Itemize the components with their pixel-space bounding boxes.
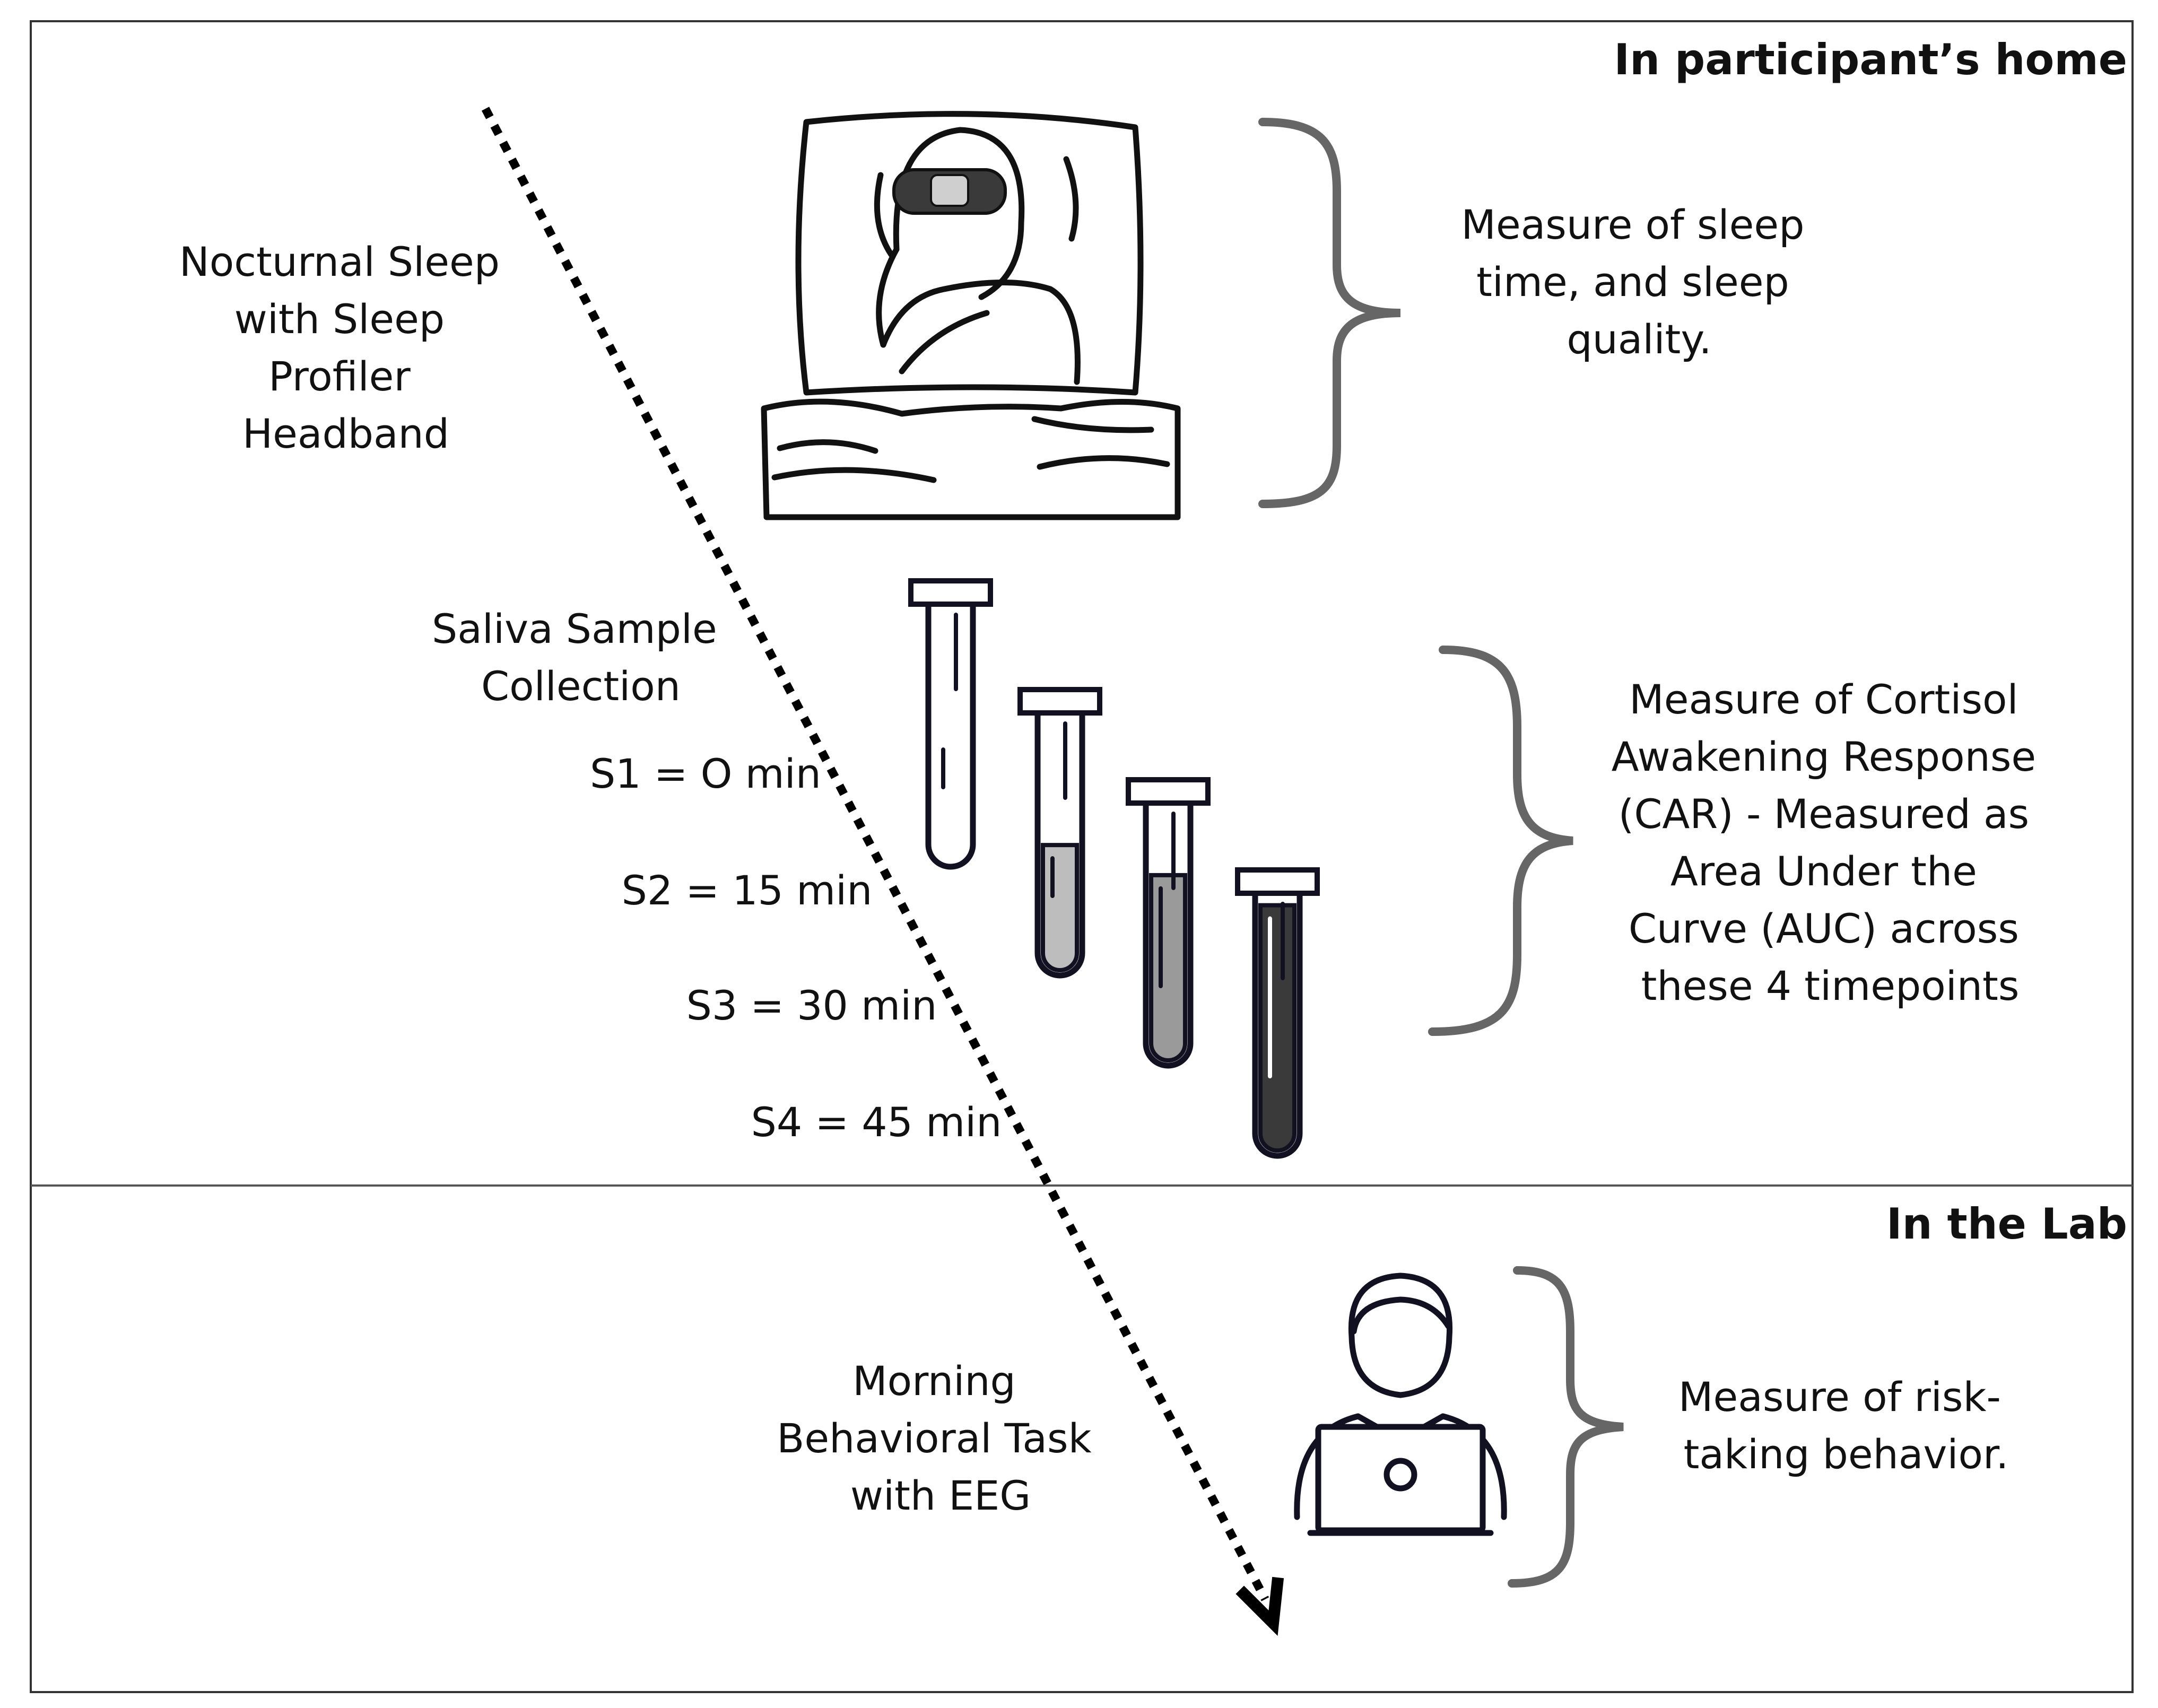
sleep-label-line: Profiler [268, 353, 411, 400]
tube-glass [1252, 893, 1303, 1159]
saliva-measure-line: Measure of Cortisol [1629, 676, 2018, 723]
person-sleeping-in-bed-with-headband-icon [761, 111, 1181, 520]
sleep-label-line: Nocturnal Sleep [179, 238, 500, 285]
sleep-measure-text: Measure of sleep time, and sleep quality… [1461, 201, 1817, 363]
tube-cap [1126, 777, 1211, 806]
person-at-laptop-icon [1294, 1273, 1507, 1536]
section-title-lab: In the Lab [1886, 1199, 2127, 1249]
tube-cap [908, 578, 993, 607]
timeline-arrowhead [1235, 1576, 1284, 1636]
tube-liquid [1149, 873, 1187, 1062]
sleep-measure-brace [1258, 118, 1401, 508]
sleep-step-label: Nocturnal Sleep with Sleep Profiler Head… [179, 238, 512, 457]
sample-s3-label: S3 = 30 min [686, 982, 937, 1029]
blanket [761, 398, 1181, 520]
saliva-measure-brace [1428, 646, 1573, 1036]
task-measure-line: taking behavior. [1684, 1431, 2009, 1478]
tube-liquid [1258, 903, 1296, 1153]
tube-glass [1143, 803, 1194, 1069]
saliva-measure-line: (CAR) - Measured as [1618, 790, 2029, 838]
tube-liquid [1041, 843, 1079, 972]
saliva-measure-line: Curve (AUC) across [1629, 905, 2019, 952]
laptop-screen [1315, 1424, 1486, 1533]
pillow-crease [874, 172, 894, 258]
test-tube-icon [1235, 867, 1320, 1159]
pillow [795, 111, 1144, 396]
sample-s4-label: S4 = 45 min [751, 1099, 1002, 1146]
tube-glass [1034, 713, 1085, 979]
blanket-fold [1031, 416, 1154, 433]
timeline-arrow [481, 107, 1284, 1636]
saliva-measure-text: Measure of Cortisol Awakening Response (… [1612, 676, 2049, 1009]
task-label-line: Morning [852, 1357, 1016, 1405]
sleep-label-line: with Sleep [234, 295, 445, 343]
saliva-test-tubes [908, 578, 1320, 1159]
task-measure-text: Measure of risk- taking behavior. [1678, 1373, 2014, 1478]
arm [899, 310, 990, 374]
test-tube-icon [1017, 687, 1102, 979]
task-step-label: Morning Behavioral Task with EEG [777, 1357, 1104, 1519]
tube-glass [925, 604, 976, 870]
task-label-line: Behavioral Task [777, 1415, 1091, 1462]
test-tube-icon [1126, 777, 1211, 1069]
head [1348, 1273, 1453, 1398]
section-title-home: In participant’s home [1614, 35, 2127, 84]
hair [876, 246, 900, 348]
saliva-measure-line: Area Under the [1670, 848, 1977, 895]
tube-cap [1235, 867, 1320, 896]
sleep-measure-line: quality. [1567, 316, 1711, 363]
sleep-measure-line: time, and sleep [1476, 258, 1789, 306]
headband-sensor [930, 174, 969, 207]
diagram-border [30, 20, 2134, 1693]
sleep-measure-line: Measure of sleep [1461, 201, 1804, 248]
task-measure-brace [1508, 1266, 1624, 1588]
sample-s2-label: S2 = 15 min [622, 867, 873, 914]
sample-s1-label: S1 = O min [590, 750, 821, 797]
pillow-crease [1063, 156, 1079, 242]
blanket-fold [1037, 455, 1170, 470]
sleep-label-line: Headband [242, 410, 449, 457]
task-label-line: with EEG [850, 1472, 1031, 1519]
saliva-measure-line: these 4 timepoints [1641, 962, 2020, 1009]
tube-cap [1017, 687, 1102, 716]
test-tube-icon [908, 578, 993, 870]
hair [1351, 1296, 1451, 1335]
blanket-fold [771, 467, 937, 483]
laptop-logo [1383, 1458, 1417, 1492]
blanket-fold [777, 439, 878, 454]
saliva-measure-line: Awakening Response [1612, 733, 2037, 780]
arm [880, 280, 1081, 385]
task-measure-line: Measure of risk- [1678, 1373, 2001, 1421]
saliva-label-line: Saliva Sample [432, 605, 717, 652]
saliva-label-line: Collection [481, 663, 681, 710]
saliva-step-label: Saliva Sample Collection [432, 605, 730, 710]
timeline-dotted-line [481, 107, 1269, 1601]
